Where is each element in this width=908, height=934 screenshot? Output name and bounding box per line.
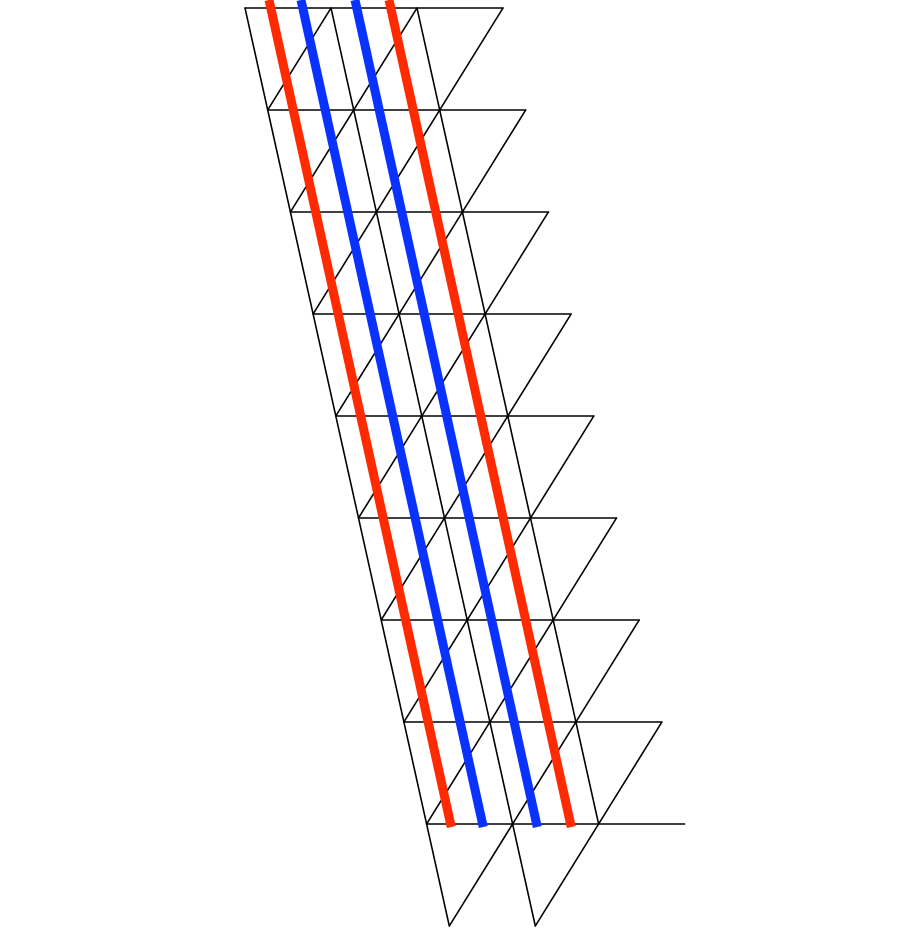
lattice-steep-edge xyxy=(416,7,441,111)
strand-group xyxy=(264,0,576,828)
lattice-diagonal-edge xyxy=(575,619,641,723)
lattice-steep-edge xyxy=(244,7,269,111)
lattice-steep-edge xyxy=(266,109,292,213)
strand-2 xyxy=(296,0,488,828)
lattice-steep-edge xyxy=(398,313,423,417)
lattice-diagonal-edge xyxy=(380,517,446,621)
lattice-diagonal-edge xyxy=(506,313,572,417)
lattice-diagonal-edge xyxy=(398,211,464,315)
lattice-tail-steep-edge xyxy=(511,823,537,927)
lattice-diagonal-edge xyxy=(484,211,550,315)
lattice-steep-edge xyxy=(357,517,383,621)
lattice-diagonal-edge xyxy=(334,313,400,417)
lattice-diagonal-edge xyxy=(420,313,486,417)
lattice-steep-edge xyxy=(352,109,378,213)
lattice-steep-edge xyxy=(484,313,509,417)
lattice-steep-edge xyxy=(466,619,491,723)
lattice-diagonal-edge xyxy=(312,211,378,315)
lattice-diagonal-edge xyxy=(403,619,469,723)
lattice-steep-edge xyxy=(575,721,600,825)
lattice-tail-steep-edge xyxy=(425,823,451,927)
lattice-diagonal-edge xyxy=(461,109,527,213)
lattice-steep-edge xyxy=(506,415,532,519)
lattice-steep-edge xyxy=(420,415,446,519)
lattice-steep-edge xyxy=(334,415,360,519)
lattice-diagonal-edge xyxy=(425,721,491,825)
lattice-steep-edge xyxy=(438,109,464,213)
lattice-diagonal-edge xyxy=(489,619,555,723)
lattice-diagonal-edge xyxy=(597,721,663,825)
lattice-diagonal-edge xyxy=(289,109,355,213)
lattice-steep-edge xyxy=(443,517,469,621)
lattice-diagonal-edge xyxy=(511,721,577,825)
lattice-diagonal-edge xyxy=(375,109,441,213)
lattice-steep-edge xyxy=(403,721,428,825)
lattice-grid xyxy=(244,7,686,927)
lattice-diagonal-edge xyxy=(529,415,595,519)
lattice-diagonal-edge xyxy=(352,7,418,111)
lattice-diagonal-edge xyxy=(466,517,532,621)
lattice-steep-edge xyxy=(489,721,514,825)
lattice-steep-edge xyxy=(312,313,337,417)
lattice-diagonal-edge xyxy=(357,415,423,519)
lattice-tail-diagonal-edge xyxy=(534,823,600,927)
lattice-steep-edge xyxy=(380,619,405,723)
strand-4 xyxy=(384,0,576,828)
lattice-steep-edge xyxy=(552,619,577,723)
lattice-diagonal-edge xyxy=(438,7,504,111)
lattice-diagonal-edge xyxy=(443,415,509,519)
lattice-steep-edge xyxy=(375,211,400,315)
strand-1 xyxy=(264,0,456,828)
strand-3 xyxy=(350,0,542,828)
lattice-steep-edge xyxy=(330,7,355,111)
lattice-steep-edge xyxy=(461,211,486,315)
lattice-tail-diagonal-edge xyxy=(448,823,514,927)
lattice-diagonal-edge xyxy=(266,7,332,111)
lattice-steep-edge xyxy=(289,211,314,315)
lattice-diagonal-edge xyxy=(552,517,618,621)
lattice-steep-edge xyxy=(529,517,555,621)
